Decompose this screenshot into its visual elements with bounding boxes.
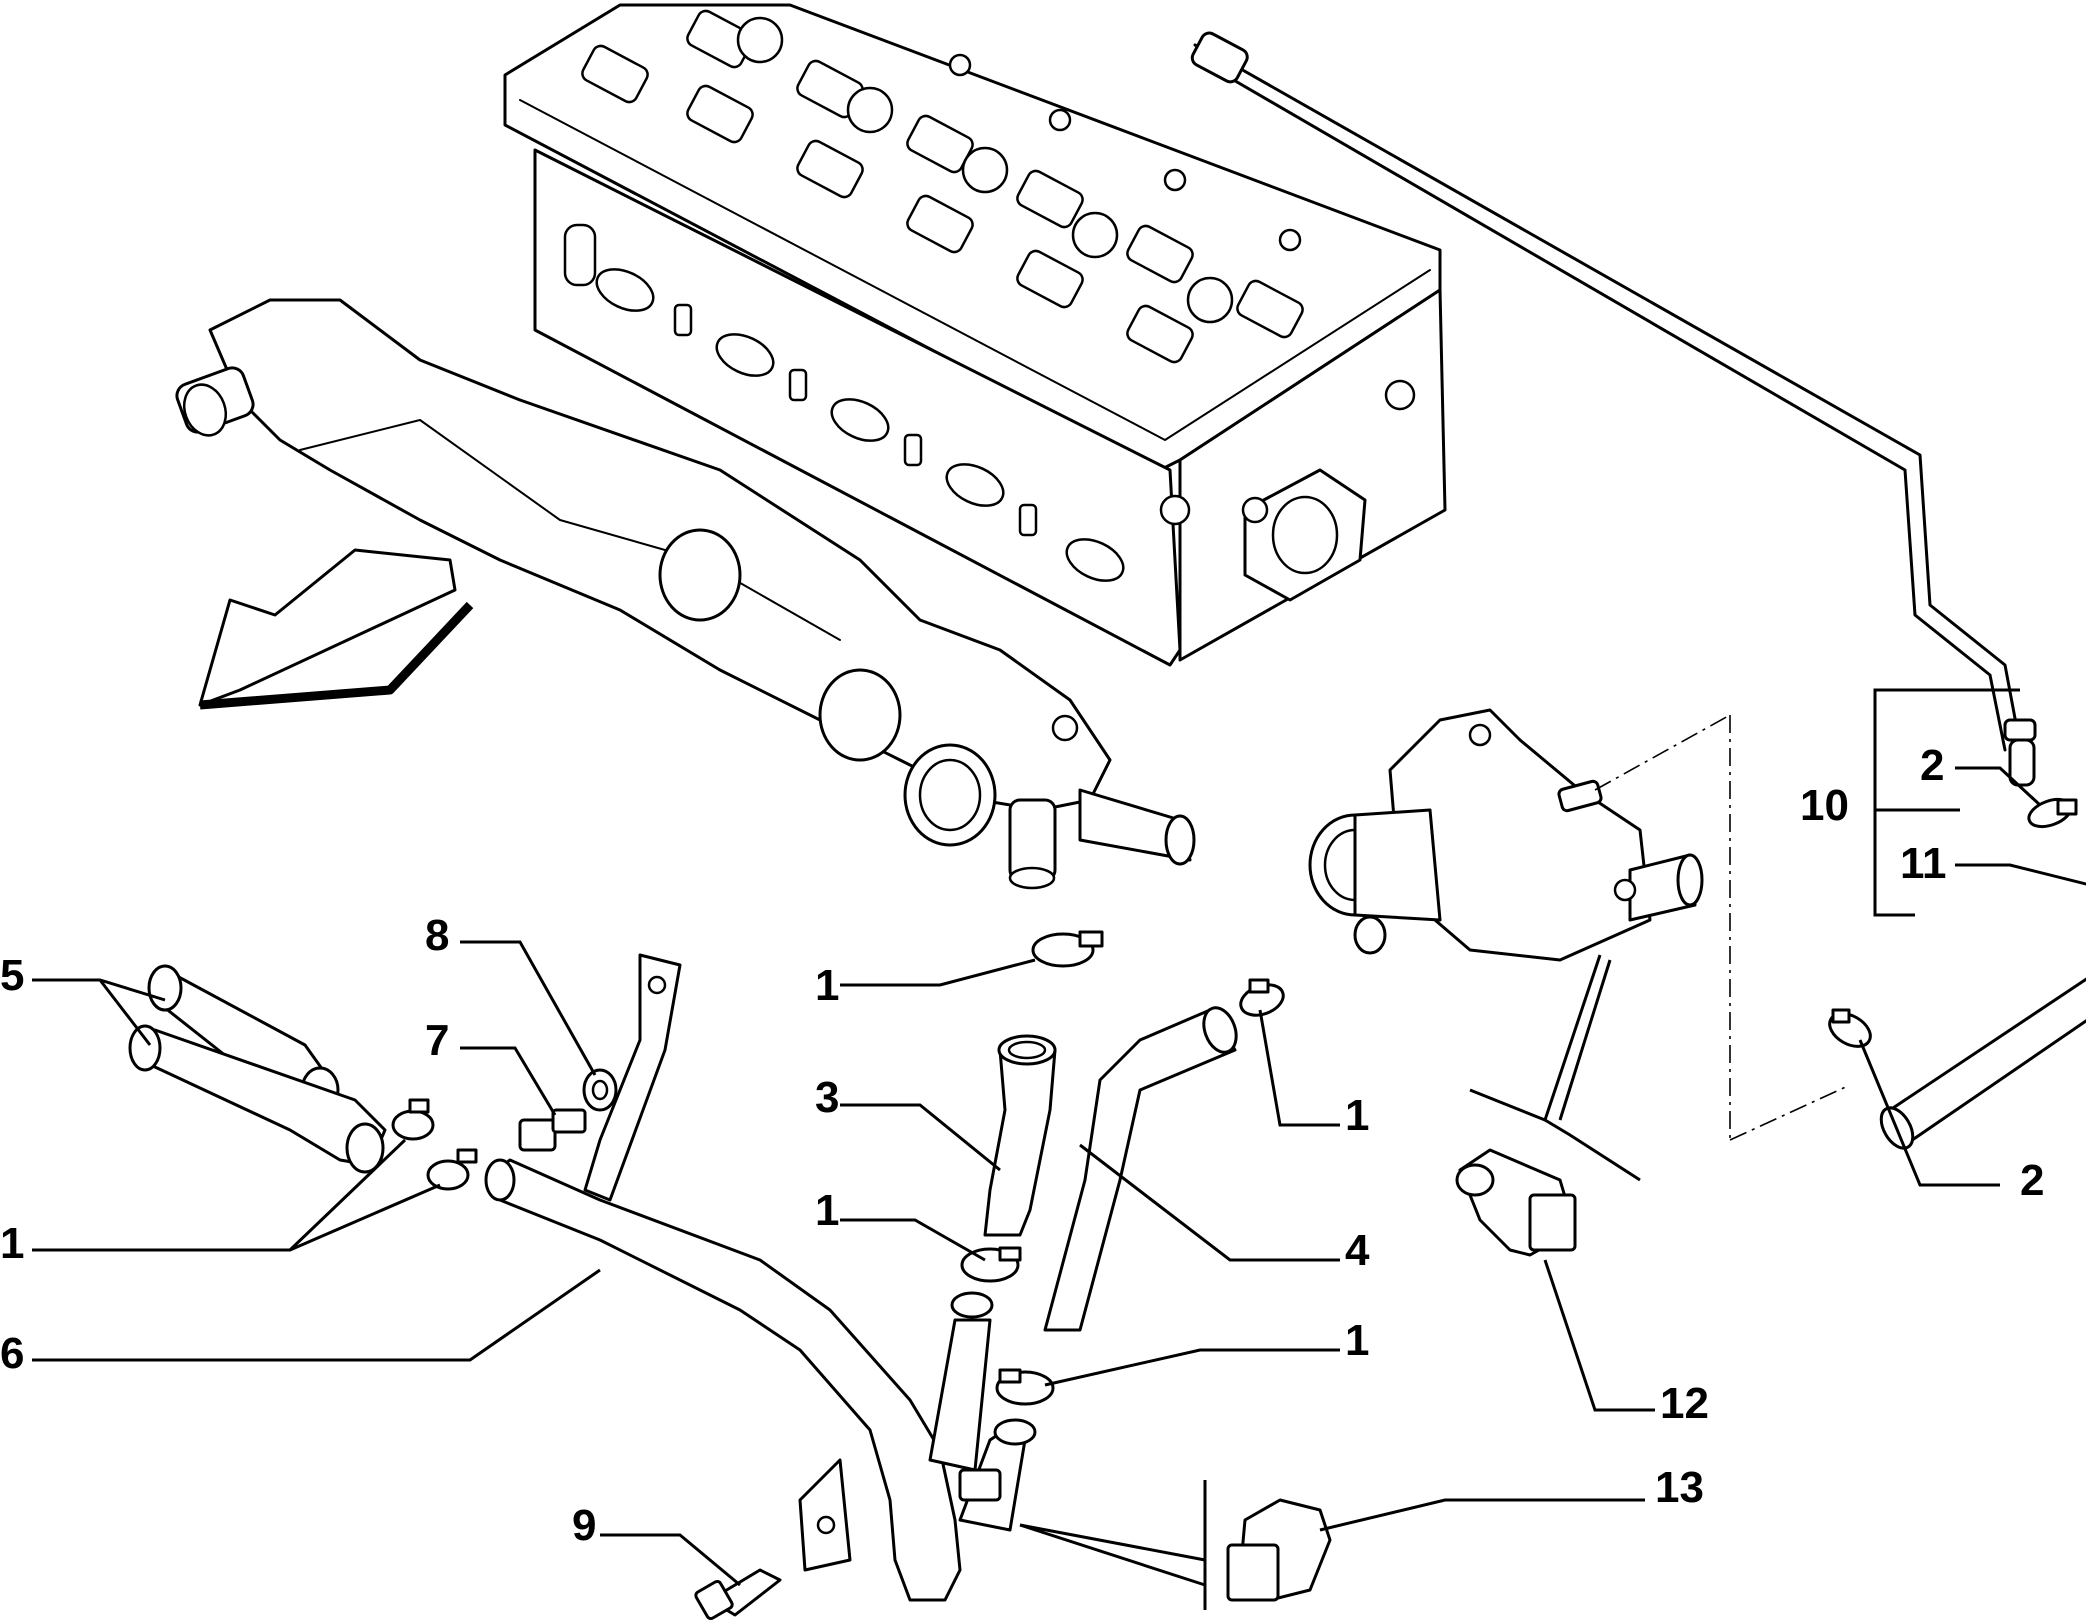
callout-1-right: 1	[1345, 1091, 1369, 1140]
bolt-9	[694, 1568, 782, 1621]
cylinder-head	[503, 3, 1447, 667]
breather-pipe	[1190, 31, 2037, 787]
hose-3	[983, 1034, 1057, 1237]
callout-1-lower-right: 1	[1345, 1316, 1369, 1365]
callout-10: 10	[1800, 781, 1849, 830]
thermostat-housing	[1308, 708, 1851, 1141]
callout-1-top: 1	[815, 961, 839, 1010]
bolt-7	[518, 1108, 587, 1152]
hose-11	[1879, 977, 2086, 1150]
hoses-5	[128, 964, 387, 1174]
hose-clamps-centre	[960, 930, 1285, 1406]
callout-1-left: 1	[0, 1219, 24, 1268]
callout-12: 12	[1660, 1379, 1709, 1428]
direction-arrow	[198, 548, 474, 710]
sensor-12	[1455, 1148, 1577, 1257]
callout-8: 8	[425, 911, 449, 960]
sensor-13	[1226, 1498, 1332, 1602]
callout-11: 11	[1900, 839, 1947, 888]
callout-1-middle: 1	[815, 1186, 839, 1235]
hose-clamp-2-upper	[2027, 797, 2078, 829]
head-coolant-outlet	[1159, 379, 1416, 602]
hose-4	[1043, 1006, 1238, 1332]
callout-3: 3	[815, 1073, 839, 1122]
hose-clamps-left	[391, 1098, 478, 1191]
coolant-rail	[175, 298, 1196, 890]
callout-9: 9	[572, 1501, 596, 1550]
hose-clamp-2-lower	[1828, 1008, 1872, 1048]
washer-8	[582, 1068, 618, 1112]
callout-2-upper: 2	[1920, 741, 1944, 790]
callout-4: 4	[1345, 1226, 1370, 1275]
intake-ports	[563, 223, 1125, 582]
callout-5: 5	[0, 951, 24, 1000]
callout-7: 7	[425, 1016, 449, 1065]
callout-13: 13	[1655, 1463, 1704, 1512]
callout-numbers: 1 1 1 1 1 2 2 3 4 5 6 7 8 9 10 11 12 13	[0, 741, 2044, 1550]
pipe-6	[484, 953, 1037, 1602]
leader-lines	[32, 688, 2086, 1610]
cam-bearings	[581, 9, 1304, 364]
callout-6: 6	[0, 1329, 24, 1378]
valve-seats	[736, 16, 1302, 324]
callout-2-lower: 2	[2020, 1156, 2044, 1205]
